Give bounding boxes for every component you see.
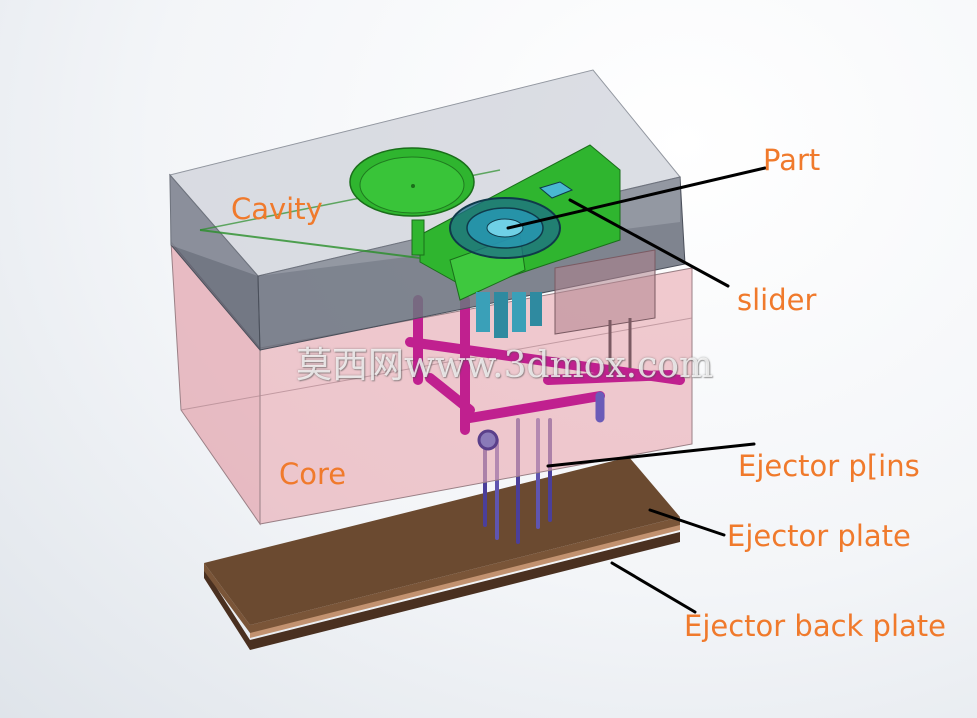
core-block — [170, 240, 693, 526]
ejector-back-plate-leader — [610, 561, 697, 614]
ejector-pins-leader — [546, 442, 756, 468]
part-label: Part — [763, 143, 821, 177]
part-assembly — [199, 144, 621, 301]
core-face — [259, 267, 693, 525]
ejector-plate-leader — [648, 508, 726, 537]
ejector-plates — [204, 457, 680, 650]
core-pins — [476, 292, 542, 338]
watermark-text: 莫西网www.3dmox.com — [296, 345, 714, 386]
ejector-back-plate-label: Ejector back plate — [684, 609, 947, 643]
slider-label: slider — [737, 283, 817, 317]
ejector-pins-label: Ejector p[ins — [738, 449, 920, 483]
ejector-plate-top — [204, 457, 680, 625]
slider-mechanism — [554, 249, 656, 372]
core-label: Core — [279, 457, 347, 491]
leader-lines — [506, 166, 767, 614]
ejector-plate-label: Ejector plate — [727, 519, 911, 553]
cavity-label: Cavity — [231, 192, 323, 226]
sprue-stem — [411, 219, 425, 256]
part-leader — [506, 166, 767, 230]
slider-leader — [568, 198, 730, 288]
